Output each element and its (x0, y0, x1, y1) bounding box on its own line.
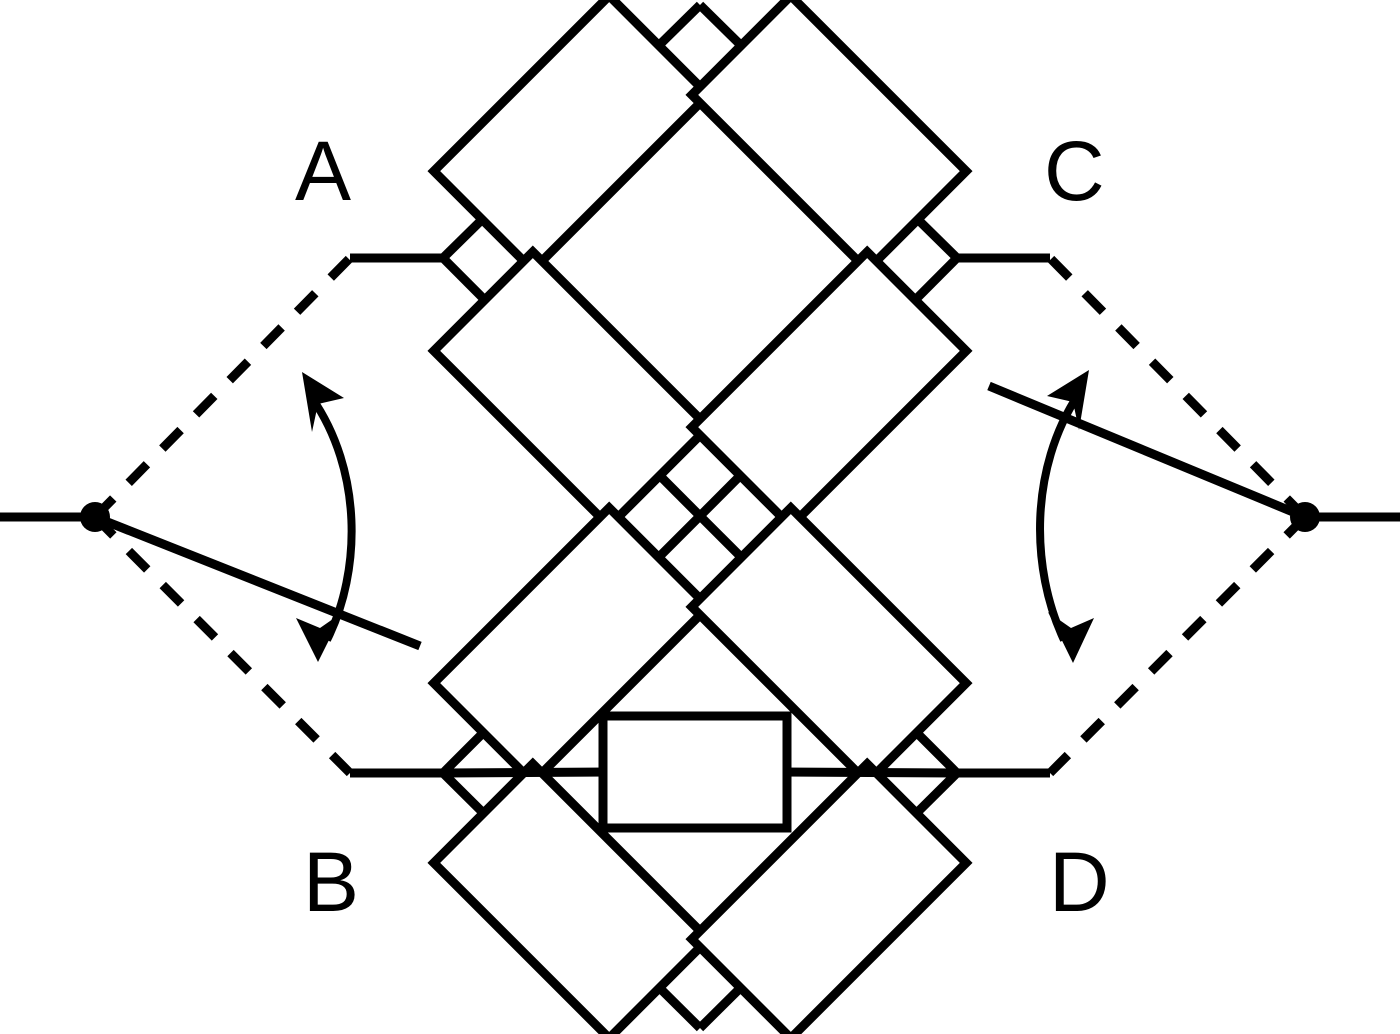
fold-arrow-left-head-up (302, 372, 344, 432)
fold-arrow-right-arc (1036, 392, 1082, 642)
label-d: D (1049, 835, 1110, 929)
node-lead-group (350, 253, 1050, 778)
resistor-bottom-right[interactable] (685, 757, 973, 1034)
label-a: A (295, 124, 351, 218)
label-c: C (1044, 124, 1105, 218)
fold-arrow-left-arc (308, 395, 356, 642)
dashed-right-lower (1046, 513, 1309, 777)
label-b: B (303, 835, 359, 929)
resistor-group (427, 0, 973, 1034)
resistor-upper-mid-right[interactable] (685, 245, 973, 533)
node-label-group: A B C D (295, 124, 1110, 929)
resistor-bottom-left[interactable] (427, 757, 715, 1034)
fold-arrow-right-head-up (1047, 370, 1089, 430)
fold-arrow-left-head-down (296, 612, 343, 662)
resistor-bridge-horizontal[interactable] (598, 711, 792, 833)
dashed-right-upper (1046, 254, 1309, 521)
resistor-top-left[interactable] (427, 0, 715, 277)
resistor-lower-mid-left[interactable] (427, 501, 715, 789)
bridge-wire-right (779, 767, 958, 778)
fold-arrow-right-head-down (1048, 612, 1094, 663)
bridge-branch-group (442, 711, 958, 833)
fold-arrow-right (1036, 370, 1094, 663)
dashed-left-upper (91, 254, 354, 521)
resistor-top-right[interactable] (685, 0, 973, 277)
fold-arrow-left (296, 372, 356, 662)
dashed-left-lower (91, 513, 354, 777)
pointer-line-group (93, 381, 1307, 651)
pointer-line-left (93, 512, 422, 651)
bridge-wire-left (442, 767, 611, 778)
resistor-lower-mid-right[interactable] (685, 501, 973, 789)
dashed-outline-group (91, 254, 1309, 777)
pointer-line-right (987, 381, 1307, 522)
resistor-upper-mid-left[interactable] (427, 245, 715, 533)
